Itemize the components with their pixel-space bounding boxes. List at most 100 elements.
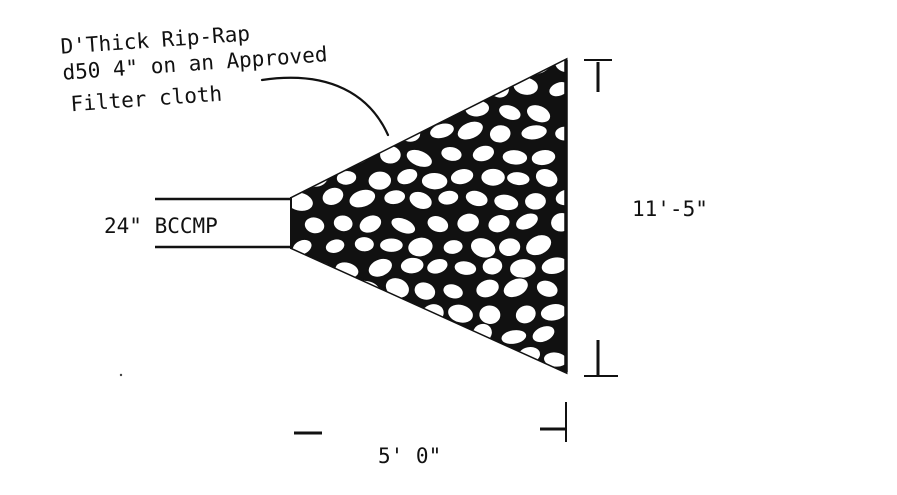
riprap-stone	[420, 171, 449, 191]
riprap-stone	[428, 122, 455, 140]
riprap-stone	[530, 148, 557, 167]
riprap-stone	[480, 167, 507, 187]
riprap-apron	[290, 57, 568, 375]
riprap-stone	[321, 186, 345, 207]
riprap-stone	[378, 145, 402, 165]
riprap-stone	[426, 257, 449, 275]
riprap-stone	[453, 260, 478, 277]
riprap-stone	[302, 124, 330, 145]
riprap-stone	[330, 304, 357, 321]
riprap-stone	[321, 280, 348, 300]
riprap-stone	[471, 144, 496, 163]
riprap-stone	[292, 102, 315, 121]
riprap-stone	[524, 233, 553, 257]
riprap-stone	[399, 256, 425, 275]
riprap-stone	[442, 238, 464, 256]
riprap-stone	[456, 120, 485, 141]
riprap-stone	[426, 214, 450, 234]
height-label: 11'-5"	[632, 197, 708, 221]
riprap-stone	[413, 281, 437, 301]
riprap-stone	[531, 324, 556, 344]
riprap-stone	[353, 235, 376, 253]
riprap-stone	[406, 60, 430, 78]
riprap-stone	[408, 190, 433, 211]
riprap-stone	[292, 147, 313, 164]
leader-line	[260, 76, 390, 137]
riprap-stone	[502, 277, 530, 299]
riprap-stone	[358, 214, 383, 234]
riprap-stone	[390, 350, 415, 372]
riprap-stone	[456, 212, 481, 233]
riprap-stone	[439, 328, 467, 346]
riprap-stone	[482, 349, 506, 367]
riprap-stone	[395, 76, 420, 95]
riprap-stone	[300, 168, 329, 189]
riprap-stone	[523, 191, 548, 211]
riprap-stone	[525, 103, 552, 124]
riprap-stone	[539, 302, 566, 322]
riprap-stone	[514, 304, 537, 325]
riprap-stone	[514, 212, 540, 231]
riprap-stone	[349, 99, 371, 119]
riprap-stone	[535, 279, 559, 299]
riprap-stone	[305, 303, 329, 321]
riprap-stone	[301, 349, 329, 368]
riprap-stone	[378, 237, 404, 254]
pipe-culvert: 24" BCCMP	[104, 197, 294, 249]
riprap-stone	[421, 349, 444, 371]
height-dimension: 11'-5"	[584, 59, 708, 377]
riprap-stone	[540, 256, 566, 276]
riprap-stone	[396, 167, 419, 186]
riprap-stone	[407, 236, 434, 258]
riprap-stone	[442, 283, 464, 300]
riprap-stone	[497, 103, 522, 122]
riprap-stone	[367, 170, 393, 191]
riprap-stone	[437, 189, 460, 206]
riprap-stone	[549, 211, 566, 233]
riprap-stone	[455, 77, 478, 99]
pipe-label: 24" BCCMP	[104, 214, 218, 238]
riprap-stone	[500, 328, 528, 346]
riprap-stone	[292, 325, 315, 346]
riprap-stone	[520, 124, 548, 141]
riprap-stone	[405, 148, 434, 169]
riprap-stone	[497, 237, 522, 258]
riprap-stone	[383, 189, 407, 206]
riprap-stone	[465, 60, 493, 73]
riprap-stone	[330, 78, 358, 95]
riprap-stone	[363, 302, 390, 324]
riprap-stone	[378, 103, 403, 120]
riprap-note: D'Thick Rip-Rap d50 4" on an Approved Fi…	[60, 22, 328, 117]
width-dimension: 5' 0"	[294, 402, 567, 468]
riprap-stone	[440, 145, 463, 163]
riprap-stone	[409, 325, 433, 344]
riprap-stone	[348, 188, 377, 209]
riprap-stone	[380, 60, 402, 76]
riprap-stone	[350, 326, 375, 347]
riprap-stone	[408, 100, 437, 121]
riprap-stone	[464, 189, 489, 208]
riprap-stone	[469, 236, 497, 259]
note-line-3: Filter cloth	[70, 82, 223, 117]
riprap-stone	[336, 127, 361, 145]
riprap-stone	[363, 80, 393, 102]
riprap-stone	[332, 214, 354, 233]
width-label: 5' 0"	[378, 444, 441, 468]
riprap-stone	[493, 193, 520, 212]
riprap-stone	[487, 213, 511, 234]
riprap-stone	[366, 122, 394, 143]
riprap-stone	[304, 261, 332, 279]
riprap-stone	[330, 347, 356, 366]
riprap-stone	[475, 278, 500, 299]
riprap-stone	[534, 167, 559, 188]
riprap-stone	[434, 60, 463, 74]
stray-mark	[119, 373, 123, 377]
riprap-stone	[380, 326, 405, 347]
riprap-stone	[452, 347, 477, 366]
riprap-stone	[446, 303, 475, 324]
riprap-stone	[390, 216, 417, 235]
riprap-stone	[481, 256, 504, 276]
riprap-stone	[494, 60, 523, 74]
riprap-stone	[367, 257, 394, 278]
